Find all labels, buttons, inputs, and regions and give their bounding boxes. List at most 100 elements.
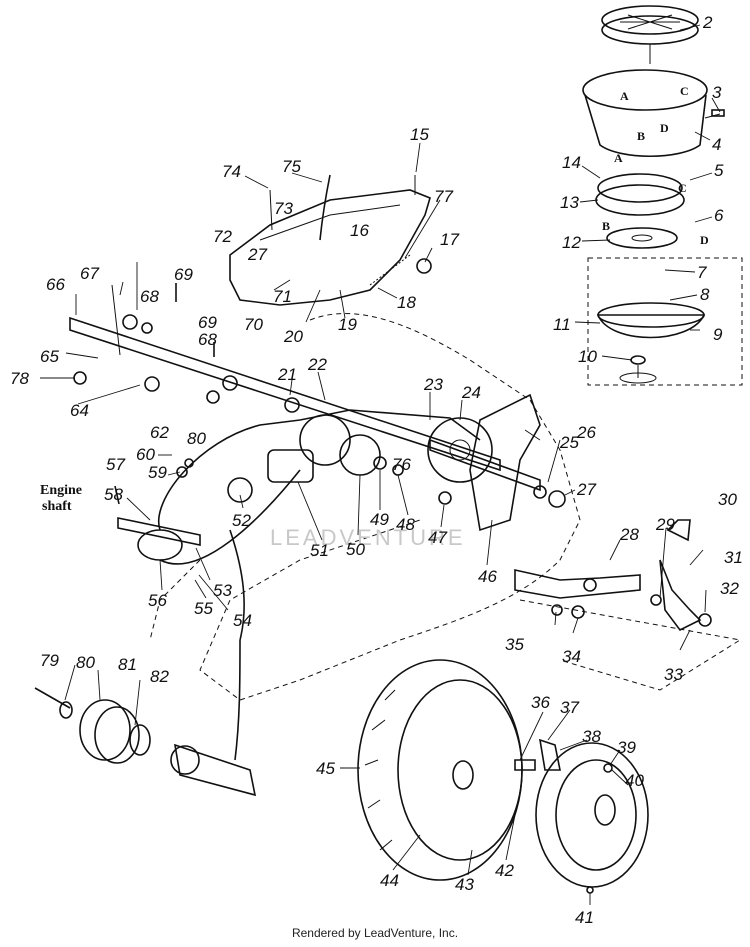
part-number: 9: [713, 325, 723, 344]
part-number: 64: [70, 401, 89, 420]
letter-label: B: [637, 129, 645, 143]
part-number: 73: [274, 199, 293, 218]
part-number: 41: [575, 908, 594, 927]
part-number: 51: [310, 541, 329, 560]
letter-label: A: [614, 151, 623, 165]
part-number: 42: [495, 861, 514, 880]
part-number: 77: [434, 187, 453, 206]
fasteners: [73, 258, 712, 627]
part-number: 34: [562, 647, 581, 666]
part-number: 18: [397, 293, 416, 312]
part-number: 29: [655, 515, 675, 534]
part-number: 65: [40, 347, 59, 366]
part-number: 79: [40, 651, 59, 670]
part-number: 11: [553, 315, 571, 334]
leader-lines: [40, 24, 721, 905]
part-number: 12: [562, 233, 581, 252]
part-number: 22: [307, 355, 327, 374]
drive-wheel: [357, 659, 523, 881]
part-number: 37: [560, 698, 579, 717]
part-number: 62: [150, 423, 169, 442]
part-number: 60: [136, 445, 155, 464]
shafts: [69, 284, 541, 546]
part-number: 48: [396, 515, 415, 534]
part-number: 57: [106, 455, 125, 474]
part-number: 54: [233, 611, 252, 630]
part-number: 46: [478, 567, 497, 586]
part-number: 55: [194, 599, 213, 618]
part-number: 6: [714, 206, 724, 225]
part-number: 66: [46, 275, 65, 294]
part-number: 75: [282, 157, 301, 176]
clutch-assembly: [582, 5, 725, 384]
footer-credit: Rendered by LeadVenture, Inc.: [291, 926, 459, 940]
part-number: 3: [712, 83, 722, 102]
watermark: LEADVENTURE: [270, 525, 466, 550]
part-number: 80: [187, 429, 206, 448]
part-number: 10: [578, 347, 597, 366]
letter-label: B: [602, 219, 610, 233]
part-number: 50: [346, 540, 365, 559]
part-labels: 2 3 4 5 6 7 8 9 10 11 12 13 14 15 16 17 …: [10, 13, 743, 927]
part-number: 70: [244, 315, 263, 334]
part-number: 8: [700, 285, 710, 304]
part-number: 47: [428, 528, 447, 547]
part-number: 67: [80, 264, 99, 283]
housing-outline: [149, 257, 743, 701]
part-number: 44: [380, 871, 399, 890]
part-number: 23: [423, 375, 443, 394]
part-number: 38: [582, 727, 601, 746]
part-number: 28: [619, 525, 639, 544]
part-number: 30: [718, 490, 737, 509]
part-number: 4: [712, 135, 721, 154]
part-number: 13: [560, 193, 579, 212]
part-number: 35: [505, 635, 524, 654]
side-bracket: [469, 393, 702, 632]
part-number: 27: [576, 480, 596, 499]
part-number: 14: [562, 153, 581, 172]
part-number: 5: [714, 161, 724, 180]
part-number: 59: [148, 463, 167, 482]
part-number: 71: [273, 287, 292, 306]
engine-shaft-label-line2: shaft: [42, 499, 72, 514]
letter-label: D: [700, 233, 709, 247]
part-number: 72: [213, 227, 232, 246]
part-number: 74: [222, 162, 241, 181]
part-number: 36: [531, 693, 550, 712]
part-number: 19: [338, 315, 357, 334]
letter-label: C: [678, 181, 687, 195]
part-number: 33: [664, 665, 683, 684]
part-number: 43: [455, 875, 474, 894]
engine-shaft-label-line1: Engine: [40, 483, 82, 498]
part-number: 68: [198, 330, 217, 349]
part-number: 53: [213, 581, 232, 600]
part-number: 25: [559, 433, 579, 452]
part-number: 81: [118, 655, 137, 674]
part-number: 26: [576, 423, 596, 442]
part-number: 58: [104, 485, 123, 504]
part-number: 31: [724, 548, 743, 567]
part-number: 45: [316, 759, 335, 778]
part-number: 56: [148, 591, 167, 610]
part-number: 21: [277, 365, 297, 384]
lower-pulley-assembly: [34, 529, 257, 797]
part-number: 17: [440, 230, 459, 249]
letter-label: C: [680, 84, 689, 98]
part-number: 78: [10, 369, 29, 388]
part-number: 49: [370, 510, 389, 529]
part-number: 39: [617, 738, 636, 757]
part-number: 7: [697, 263, 707, 282]
letter-callouts: A B C D A B C D: [602, 84, 709, 247]
part-number: 16: [350, 221, 369, 240]
gear-cover: [229, 174, 431, 306]
part-number: 24: [461, 383, 481, 402]
part-number: 82: [150, 667, 169, 686]
letter-label: A: [620, 89, 629, 103]
part-number: 69: [198, 313, 217, 332]
part-number: 27: [247, 245, 267, 264]
part-number: 2: [702, 13, 713, 32]
part-number: 40: [625, 771, 644, 790]
part-number: 15: [410, 125, 429, 144]
part-number: 76: [392, 455, 411, 474]
